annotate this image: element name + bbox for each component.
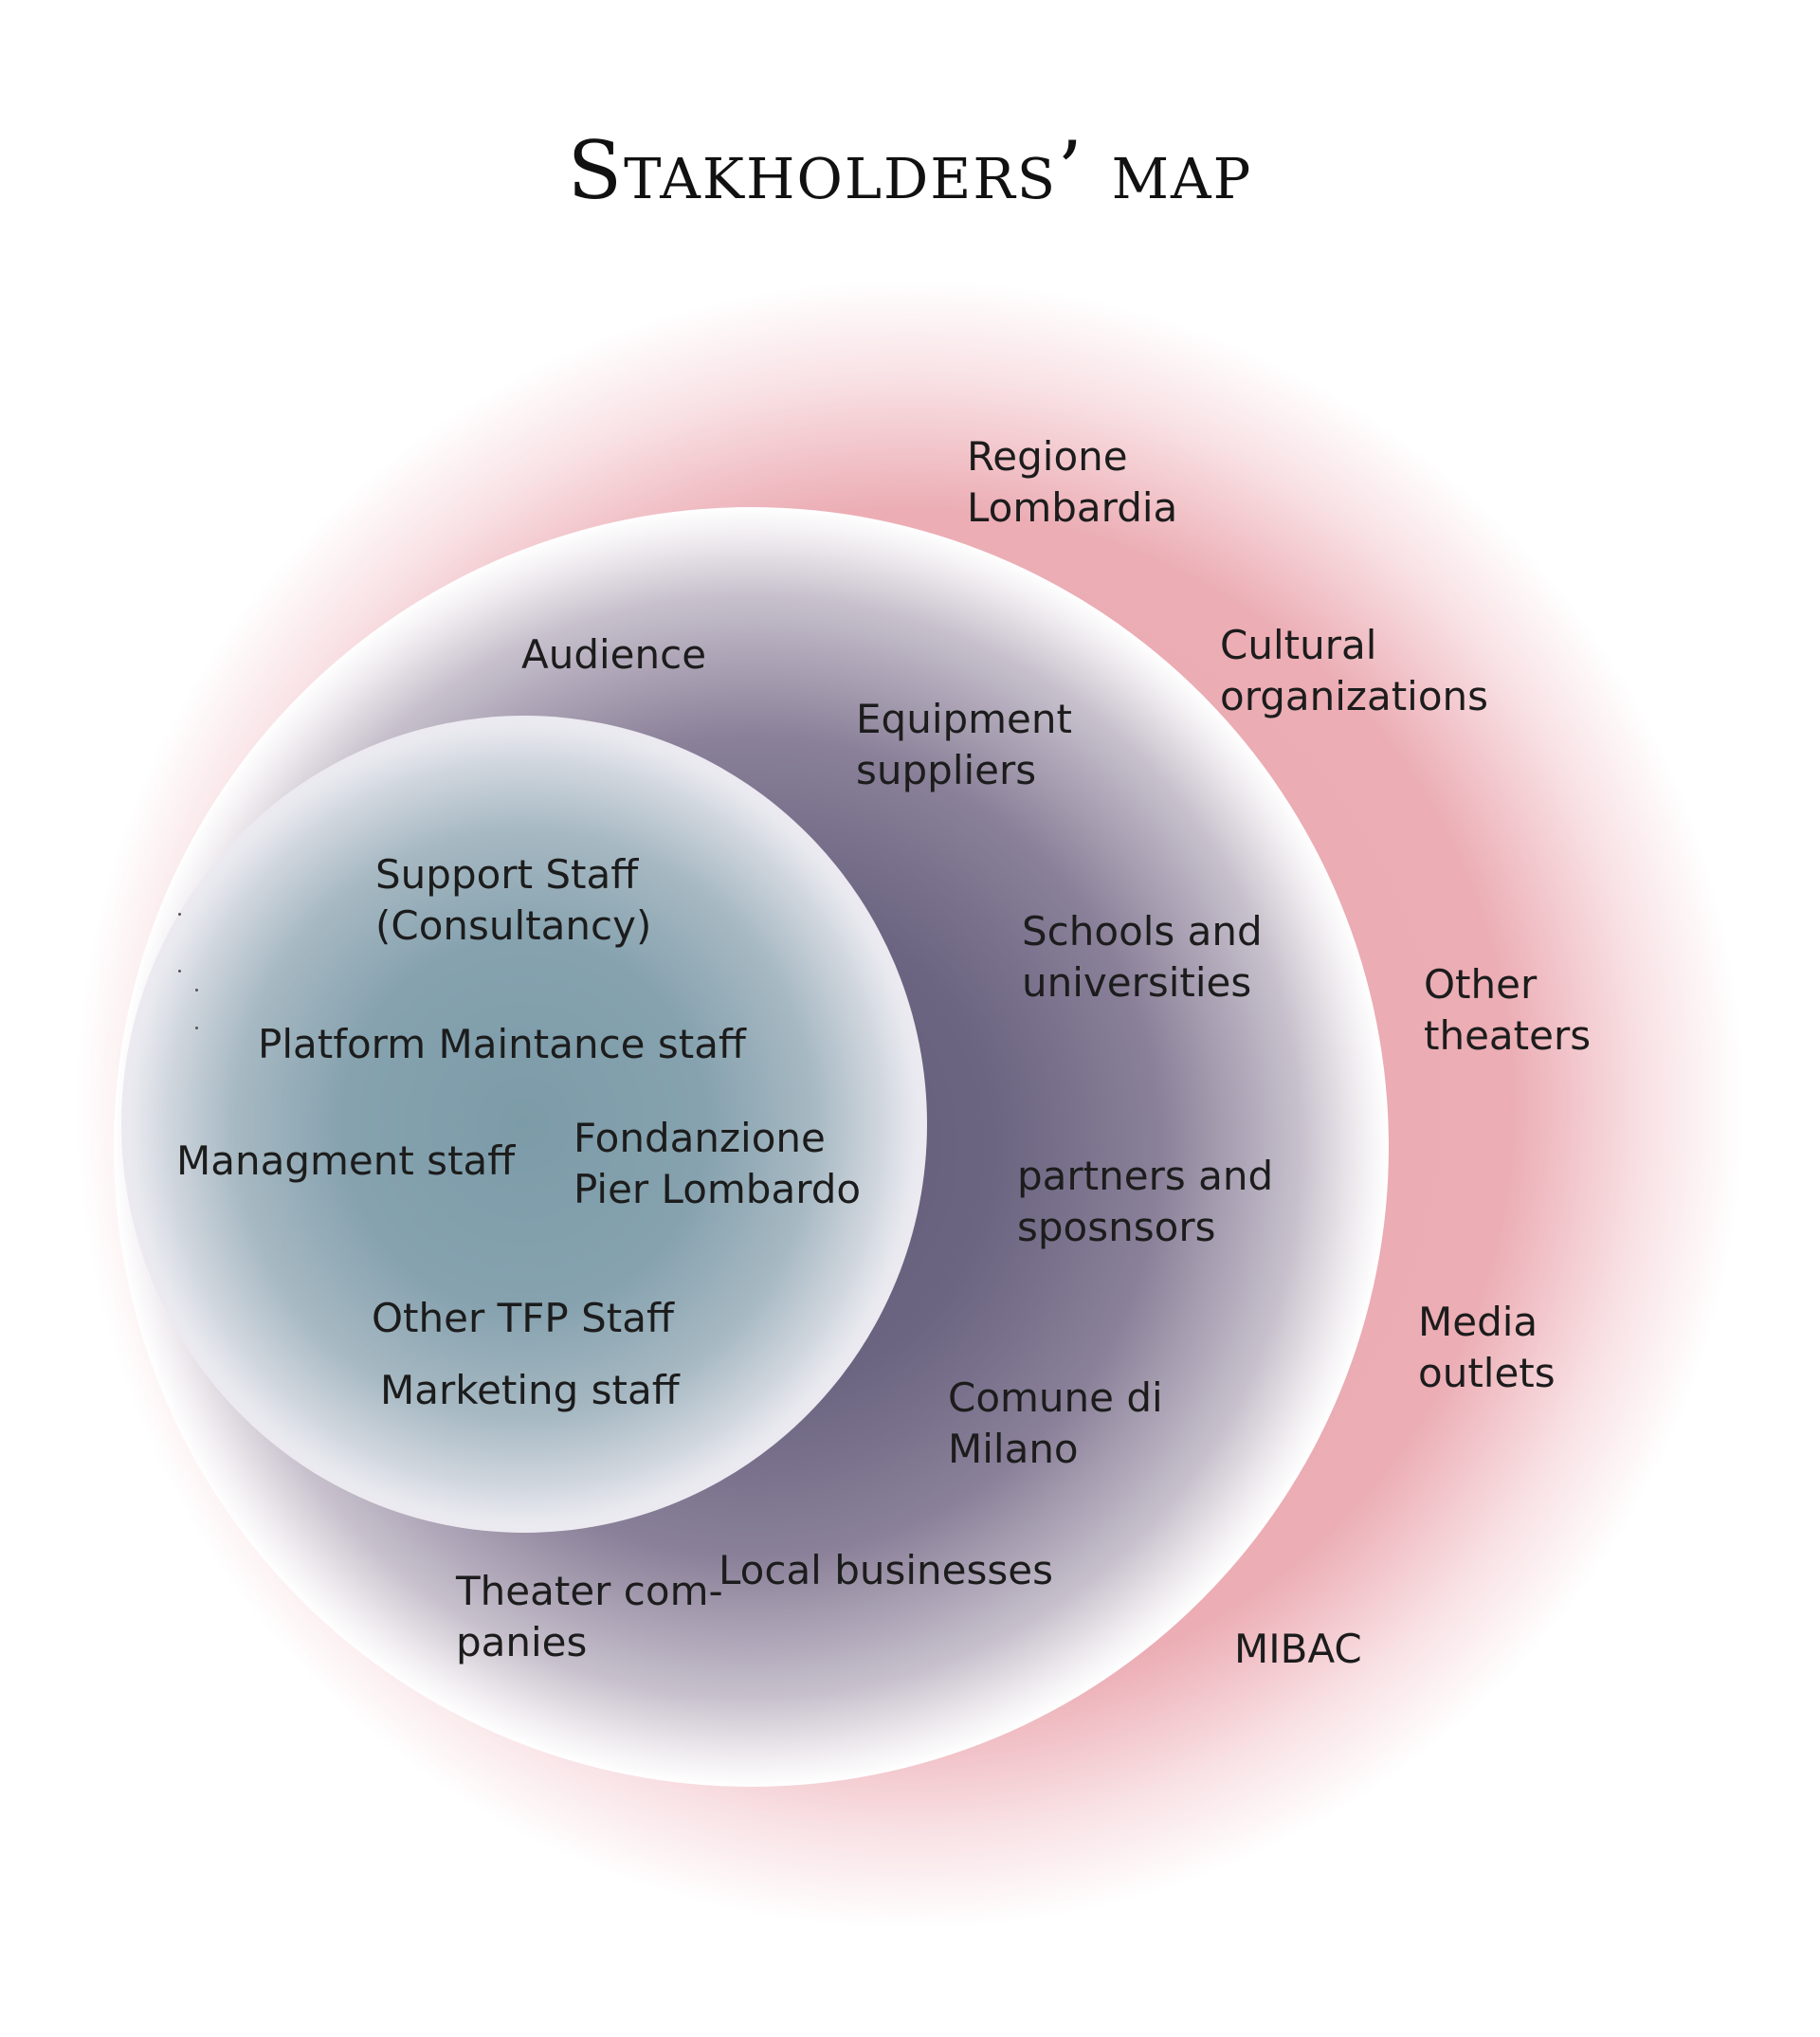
decorative-dot (195, 1027, 198, 1029)
label-schools-line-1: Schools and (1022, 908, 1263, 955)
label-schools-line-2: universities (1022, 959, 1252, 1006)
label-support-staff: Support Staff (Consultancy) (375, 849, 651, 952)
label-equipment-suppliers-line-1: Equipment (856, 696, 1072, 742)
label-fondazione: Fondanzione Pier Lombardo (573, 1113, 861, 1215)
label-equipment-suppliers: Equipment suppliers (856, 694, 1072, 796)
label-cultural-line-2: organizations (1220, 673, 1489, 719)
label-local-businesses: Local businesses (719, 1547, 1053, 1593)
label-theater-companies-line-2: panies (456, 1619, 588, 1665)
label-comune-line-1: Comune di (948, 1374, 1163, 1421)
label-regione-line-1: Regione (967, 433, 1128, 480)
label-cultural-line-1: Cultural (1220, 622, 1377, 668)
label-audience: Audience (521, 631, 707, 678)
label-theater-companies: Theater com- panies (456, 1566, 723, 1668)
label-partners-line-2: sposnsors (1017, 1204, 1216, 1250)
label-comune-di-milano: Comune di Milano (948, 1373, 1163, 1475)
label-theater-companies-line-1: Theater com- (456, 1568, 723, 1614)
label-media-line-2: outlets (1418, 1350, 1556, 1396)
decorative-dot (178, 913, 181, 916)
label-other-theaters-line-2: theaters (1424, 1012, 1592, 1059)
label-marketing-staff: Marketing staff (380, 1367, 680, 1413)
label-partners-line-1: partners and (1017, 1153, 1274, 1199)
label-partners-sponsors: partners and sposnsors (1017, 1151, 1273, 1253)
label-regione-lombardia: Regione Lombardia (967, 431, 1177, 534)
label-comune-line-2: Milano (948, 1426, 1079, 1472)
label-support-staff-line-2: (Consultancy) (375, 902, 652, 949)
label-schools-universities: Schools and universities (1022, 906, 1263, 1009)
decorative-dot (178, 970, 181, 973)
label-mibac: MIBAC (1234, 1626, 1362, 1672)
label-media-line-1: Media (1418, 1299, 1538, 1345)
decorative-dot (195, 989, 198, 991)
label-media-outlets: Media outlets (1418, 1297, 1556, 1399)
label-support-staff-line-1: Support Staff (375, 851, 639, 898)
label-fondazione-line-2: Pier Lombardo (573, 1166, 862, 1212)
label-equipment-suppliers-line-2: suppliers (856, 747, 1037, 793)
label-platform-maintenance-staff: Platform Maintance staff (258, 1021, 746, 1067)
label-regione-line-2: Lombardia (967, 484, 1178, 531)
inner-stakeholder-circle (121, 716, 927, 1533)
label-cultural-organizations: Cultural organizations (1220, 620, 1488, 722)
label-fondazione-line-1: Fondanzione (573, 1115, 826, 1161)
label-management-staff: Managment staff (176, 1137, 516, 1184)
label-other-theaters-line-1: Other (1424, 961, 1538, 1008)
label-other-tfp-staff: Other TFP Staff (372, 1295, 674, 1341)
diagram-title: Stakholders’ map (567, 124, 1253, 217)
label-other-theaters: Other theaters (1424, 959, 1591, 1062)
